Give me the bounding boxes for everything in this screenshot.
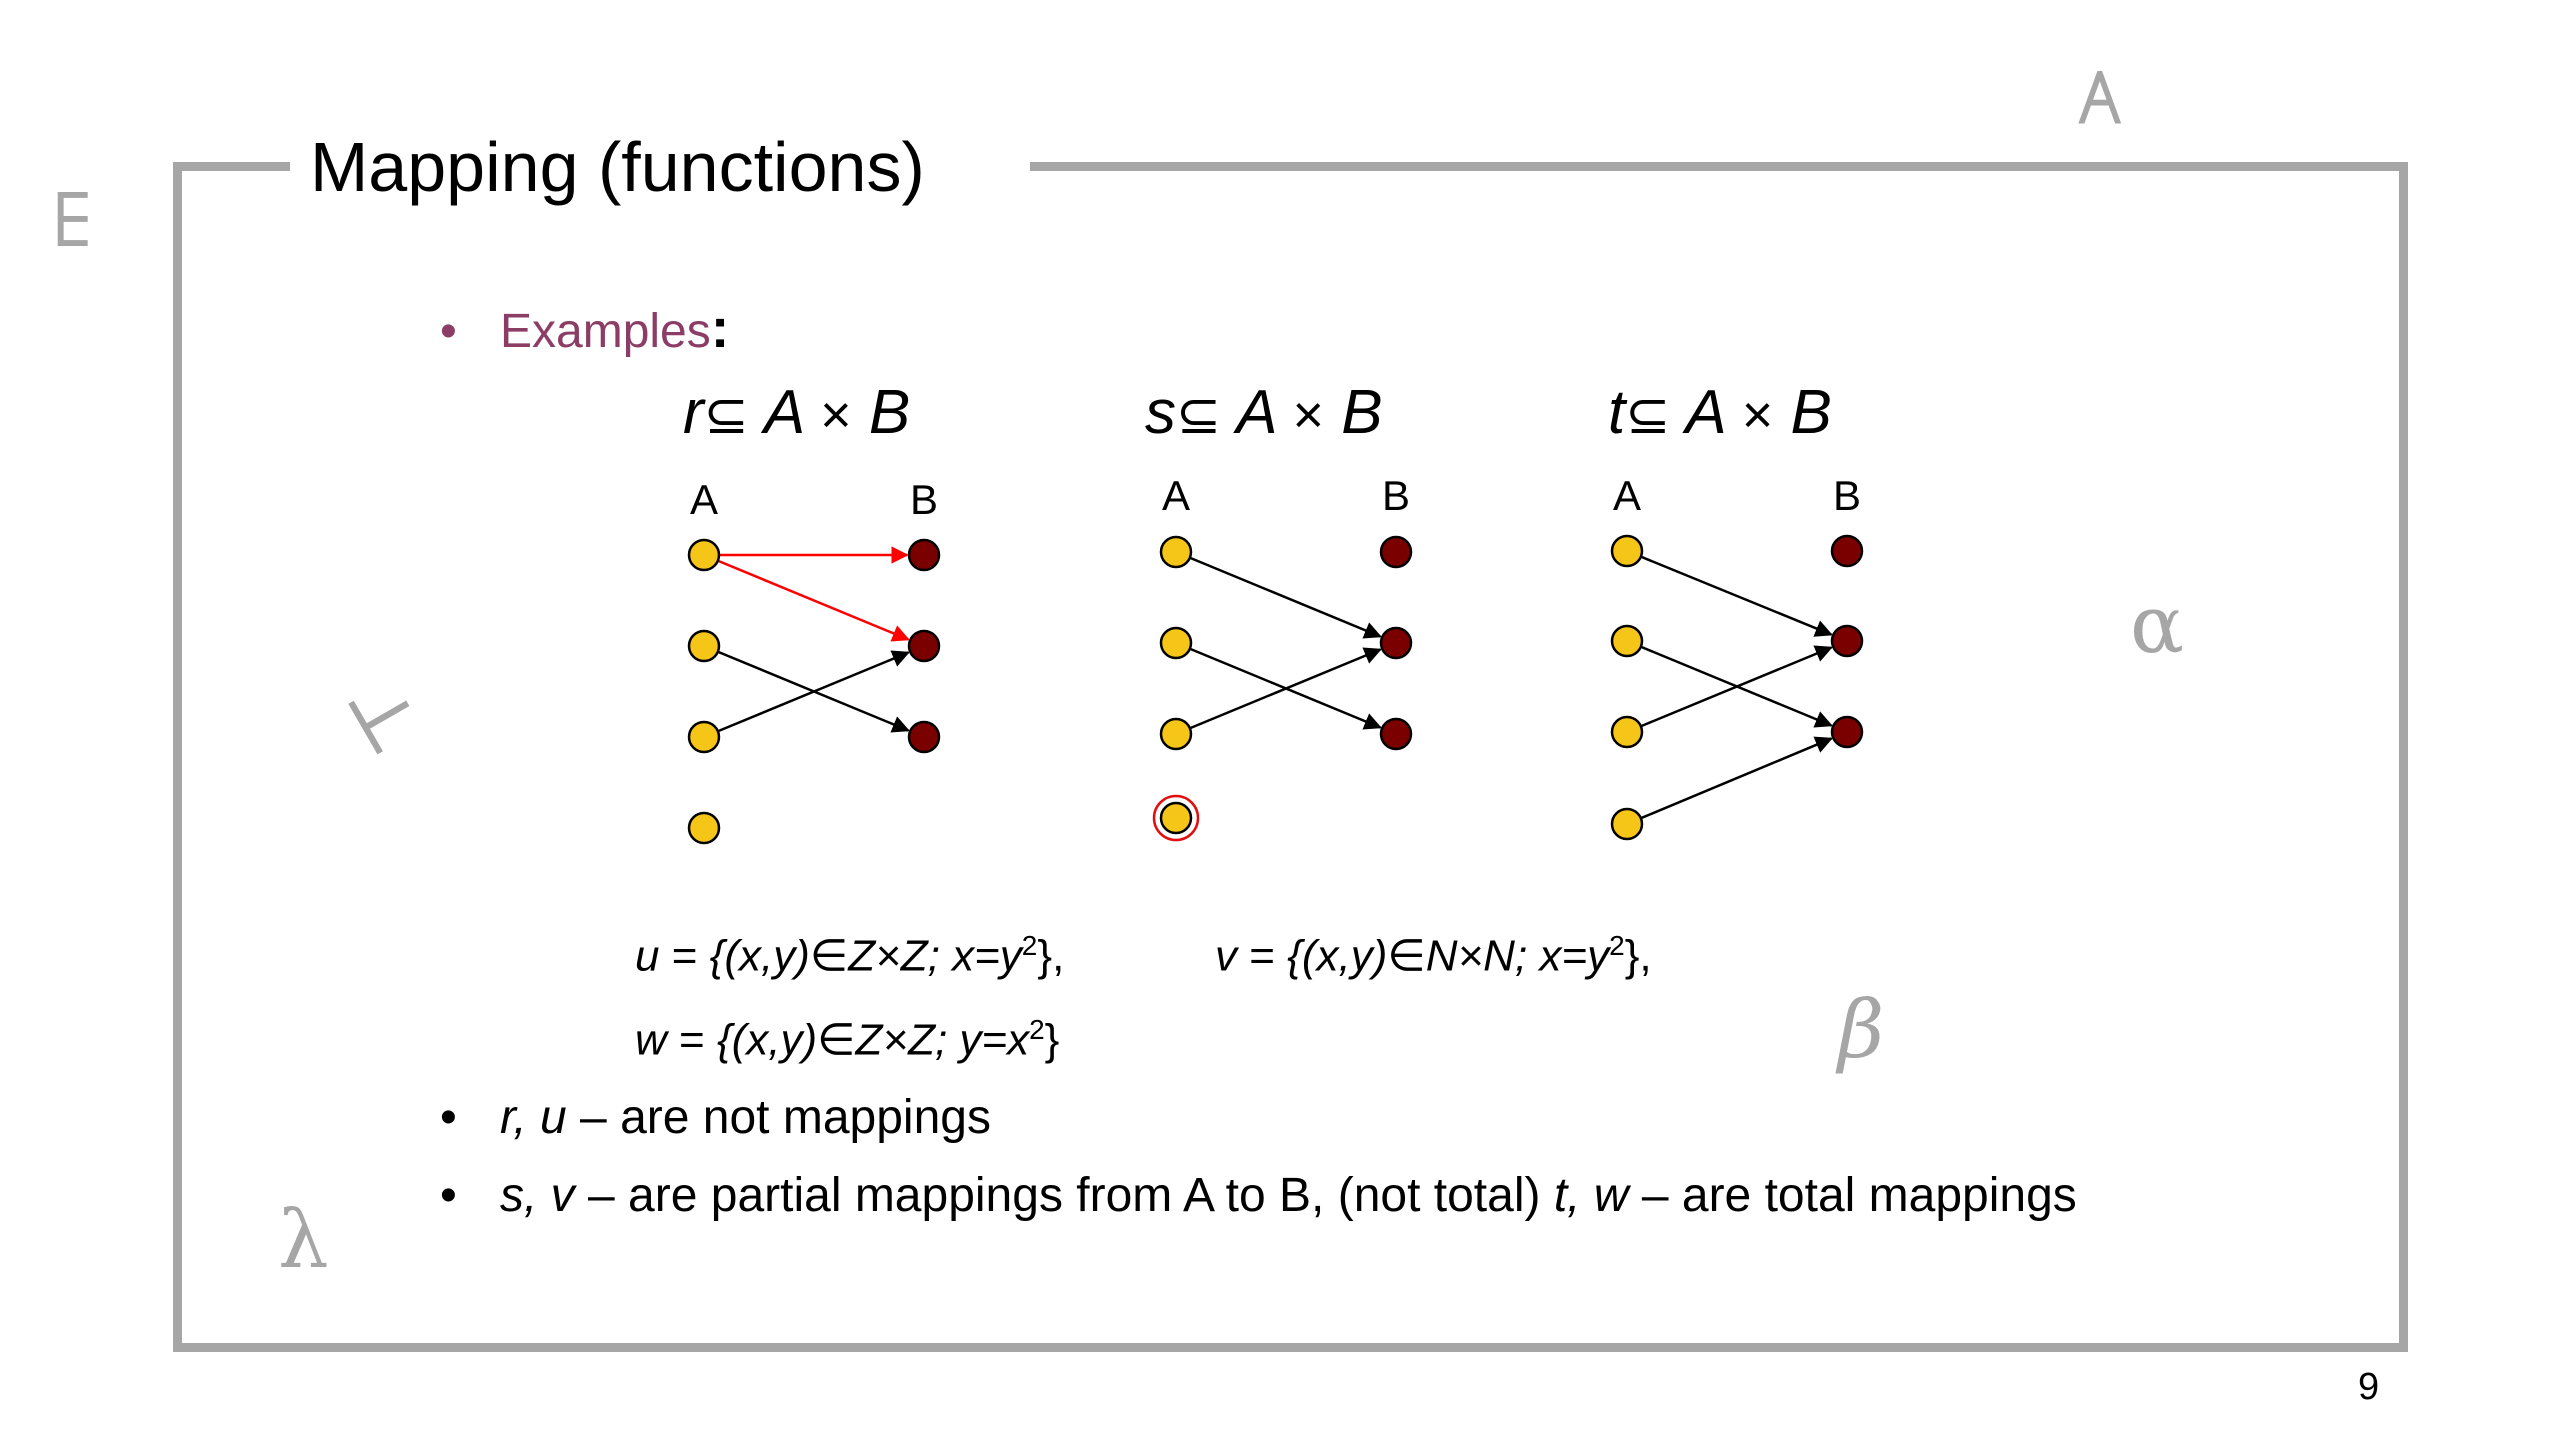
formula-u: u = {(x,y)∈Z×Z; x=y2}, [635,918,1064,985]
edge-t-a1-b2 [1640,555,1833,637]
diagram-r-label-b: B [910,476,939,523]
bullet-glyph: • [440,305,457,358]
diagram-s-label-a: A [1162,472,1191,519]
node-r-a4 [687,811,721,845]
diagram-s [1152,535,1413,842]
diagram-r [687,538,941,845]
formula-v-set: {(x,y)∈N×N; x=y [1287,931,1610,981]
formula-w-name: w [635,1015,667,1065]
examples-label: Examples [500,305,711,358]
formula-u-end: }, [1037,931,1065,981]
diagram-s-title: s⊆ A × B [1145,378,1383,450]
subset-symbol: ⊆ [703,385,749,445]
statement-vars-total: t, w [1553,1169,1629,1222]
diagram-t [1610,534,1864,841]
highlight-ring [1152,794,1200,842]
formula-u-exponent: 2 [1021,930,1038,961]
examples-bullet: • Examples: [440,298,729,362]
alpha-decoration: α [2130,578,2185,671]
set-a: A [1685,378,1725,447]
formula-w-set: {(x,y)∈Z×Z; y=x [716,1015,1030,1065]
statement-text: – are not mappings [566,1091,991,1144]
set-b: B [868,378,911,447]
page-number: 9 [2358,1366,2380,1408]
node-r-a3 [687,720,721,754]
lambda-decoration: λ [278,1193,329,1286]
equals-sign: = [666,1015,717,1065]
diagram-r-label-a: A [690,476,719,523]
title-gap [290,140,1030,184]
node-s-a3 [1159,717,1193,751]
node-t-b2 [1830,624,1864,658]
times-symbol: × [820,385,852,445]
formula-w-end: } [1044,1015,1060,1065]
relation-name: s [1145,378,1176,447]
diagram-r-title: r⊆ A × B [683,378,910,450]
formula-v-exponent: 2 [1609,930,1625,961]
node-s-b2 [1379,626,1413,660]
node-t-b1 [1830,534,1864,568]
relation-name: t [1608,378,1626,447]
edge-t-a4-b3 [1640,736,1833,820]
node-r-b3 [907,720,941,754]
examples-colon: : [710,296,730,359]
formula-v-end: }, [1624,931,1652,981]
node-t-a2 [1610,624,1644,658]
node-r-a1 [687,538,721,572]
statement-text-partial: – are partial mappings from A to B, (not… [574,1169,1554,1222]
formula-v-name: v [1215,931,1237,981]
formula-v: v = {(x,y)∈N×N; x=y2}, [1215,918,1652,985]
node-t-a4 [1610,807,1644,841]
bullet-glyph: • [440,1091,457,1144]
diagram-t-label-b: B [1833,472,1862,519]
node-t-b3 [1830,715,1864,749]
diagram-s-label-b: B [1382,472,1411,519]
statement-text-total: – are total mappings [1628,1169,2077,1222]
formula-u-name: u [635,931,660,981]
edge-s-a3-b2 [1189,647,1382,730]
graph-layer [687,534,1864,845]
diagram-t-label-a: A [1613,472,1642,519]
node-t-a1 [1610,534,1644,568]
set-b: B [1790,378,1832,447]
node-t-a3 [1610,715,1644,749]
node-s-a1 [1159,535,1193,569]
set-a: A [1236,378,1276,447]
edge-t-a3-b2 [1640,645,1833,728]
set-b: B [1341,378,1383,447]
relation-name: r [683,378,704,447]
subset-symbol: ⊆ [1625,385,1671,445]
beta-decoration: β [1838,983,1885,1076]
node-s-b1 [1379,535,1413,569]
set-a: A [763,378,803,447]
slide-title: Mapping (functions) [310,128,925,206]
subset-symbol: ⊆ [1176,385,1222,445]
bullet-glyph: • [440,1169,457,1222]
statement-vars: r, u [500,1091,567,1144]
statement-partial-total: • s, v – are partial mappings from A to B… [440,1166,2077,1226]
statement-not-mappings: • r, u – are not mappings [440,1088,991,1148]
times-symbol: × [1292,385,1325,445]
edge-r-a1-b2 [717,559,910,642]
node-r-a2 [687,629,721,663]
node-s-b3 [1379,717,1413,751]
statement-vars-partial: s, v [500,1169,575,1222]
formula-w-exponent: 2 [1029,1014,1045,1045]
formula-w: w = {(x,y)∈Z×Z; y=x2} [635,1002,1059,1069]
node-s-a4 [1159,801,1193,835]
node-r-b2 [907,629,941,663]
formula-u-set: {(x,y)∈Z×Z; x=y [709,931,1022,981]
node-s-a2 [1159,626,1193,660]
times-symbol: × [1741,385,1774,445]
slide-frame [173,162,2408,1352]
node-r-b1 [907,538,941,572]
edge-r-a3-b2 [717,650,910,733]
diagram-t-title: t⊆ A × B [1608,378,1832,450]
equals-sign: = [659,931,710,981]
edge-s-a1-b2 [1189,556,1382,639]
equals-sign: = [1237,931,1288,981]
